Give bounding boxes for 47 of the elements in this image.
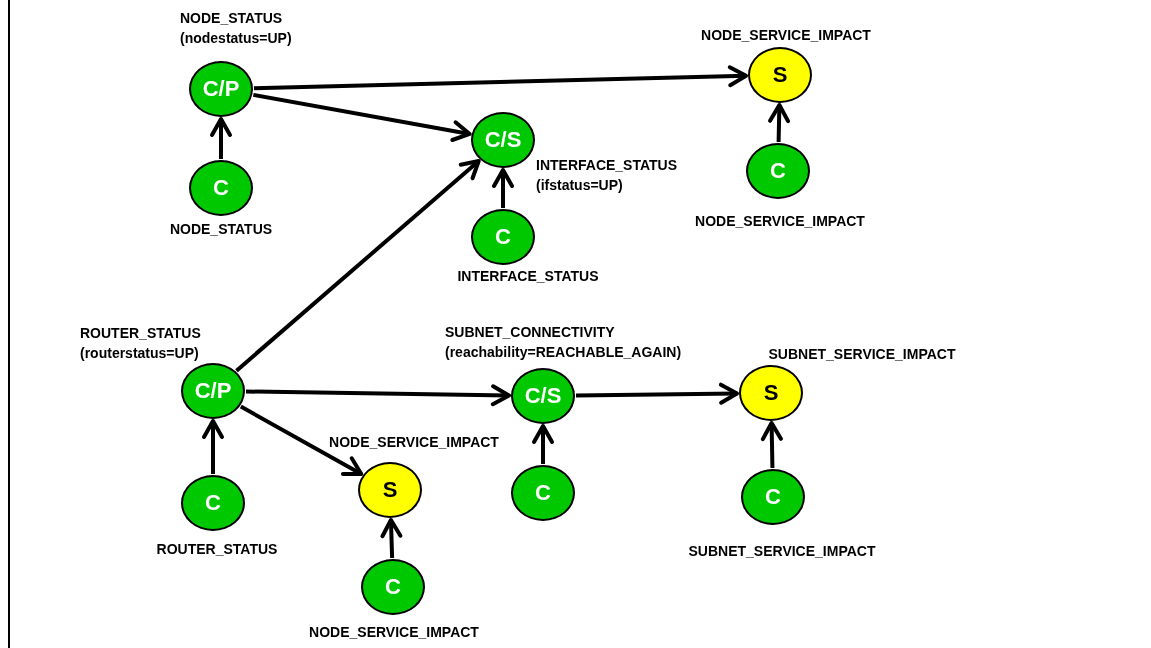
node-caption: (reachability=REACHABLE_AGAIN) [445, 343, 682, 362]
circle-label: C/S [524, 385, 562, 407]
arrow [380, 518, 403, 559]
circle-label: C [765, 486, 781, 508]
circle-label: C [205, 492, 221, 514]
circle-label: S [763, 382, 779, 404]
arrow [532, 424, 554, 464]
node-caption: NODE_SERVICE_IMPACT [701, 26, 871, 45]
circle-label: C/P [202, 78, 240, 100]
node-caption: (nodestatus=UP) [180, 29, 292, 48]
node-caption: (routerstatus=UP) [80, 344, 199, 363]
node-caption: NODE_STATUS [180, 9, 283, 28]
status-circle [181, 363, 245, 419]
node-caption: ROUTER_STATUS [80, 324, 201, 343]
arrow [492, 168, 514, 208]
circle-label: C [535, 482, 551, 504]
node-caption: NODE_SERVICE_IMPACT [695, 212, 865, 231]
arrow [575, 382, 739, 405]
circle-label: C/S [484, 129, 522, 151]
arrow [235, 159, 481, 373]
node-caption: SUBNET_SERVICE_IMPACT [768, 345, 956, 364]
node-caption: INTERFACE_STATUS [536, 156, 678, 175]
circle-label: C [385, 576, 401, 598]
circle-label: C [495, 226, 511, 248]
arrow [245, 384, 511, 407]
circle-label: C [213, 177, 229, 199]
arrow [239, 404, 364, 476]
node-caption: (ifstatus=UP) [536, 176, 623, 195]
arrow [252, 92, 472, 142]
arrow [253, 65, 748, 91]
node-caption: SUBNET_SERVICE_IMPACT [688, 542, 876, 561]
arrow [760, 421, 783, 469]
circle-label: S [772, 64, 788, 86]
status-circle [358, 462, 422, 518]
status-circle [471, 112, 535, 168]
circle-label: S [382, 479, 398, 501]
node-caption: NODE_SERVICE_IMPACT [309, 623, 479, 642]
node-caption: ROUTER_STATUS [156, 540, 278, 559]
arrow [202, 419, 224, 474]
circle-label: C [770, 160, 786, 182]
node-caption: INTERFACE_STATUS [457, 267, 599, 286]
node-caption: NODE_SERVICE_IMPACT [329, 433, 499, 452]
node-caption: NODE_STATUS [169, 220, 273, 239]
node-caption: SUBNET_CONNECTIVITY [445, 323, 615, 342]
circle-label: C/P [194, 380, 232, 402]
arrow [768, 103, 791, 143]
arrow [210, 117, 232, 159]
